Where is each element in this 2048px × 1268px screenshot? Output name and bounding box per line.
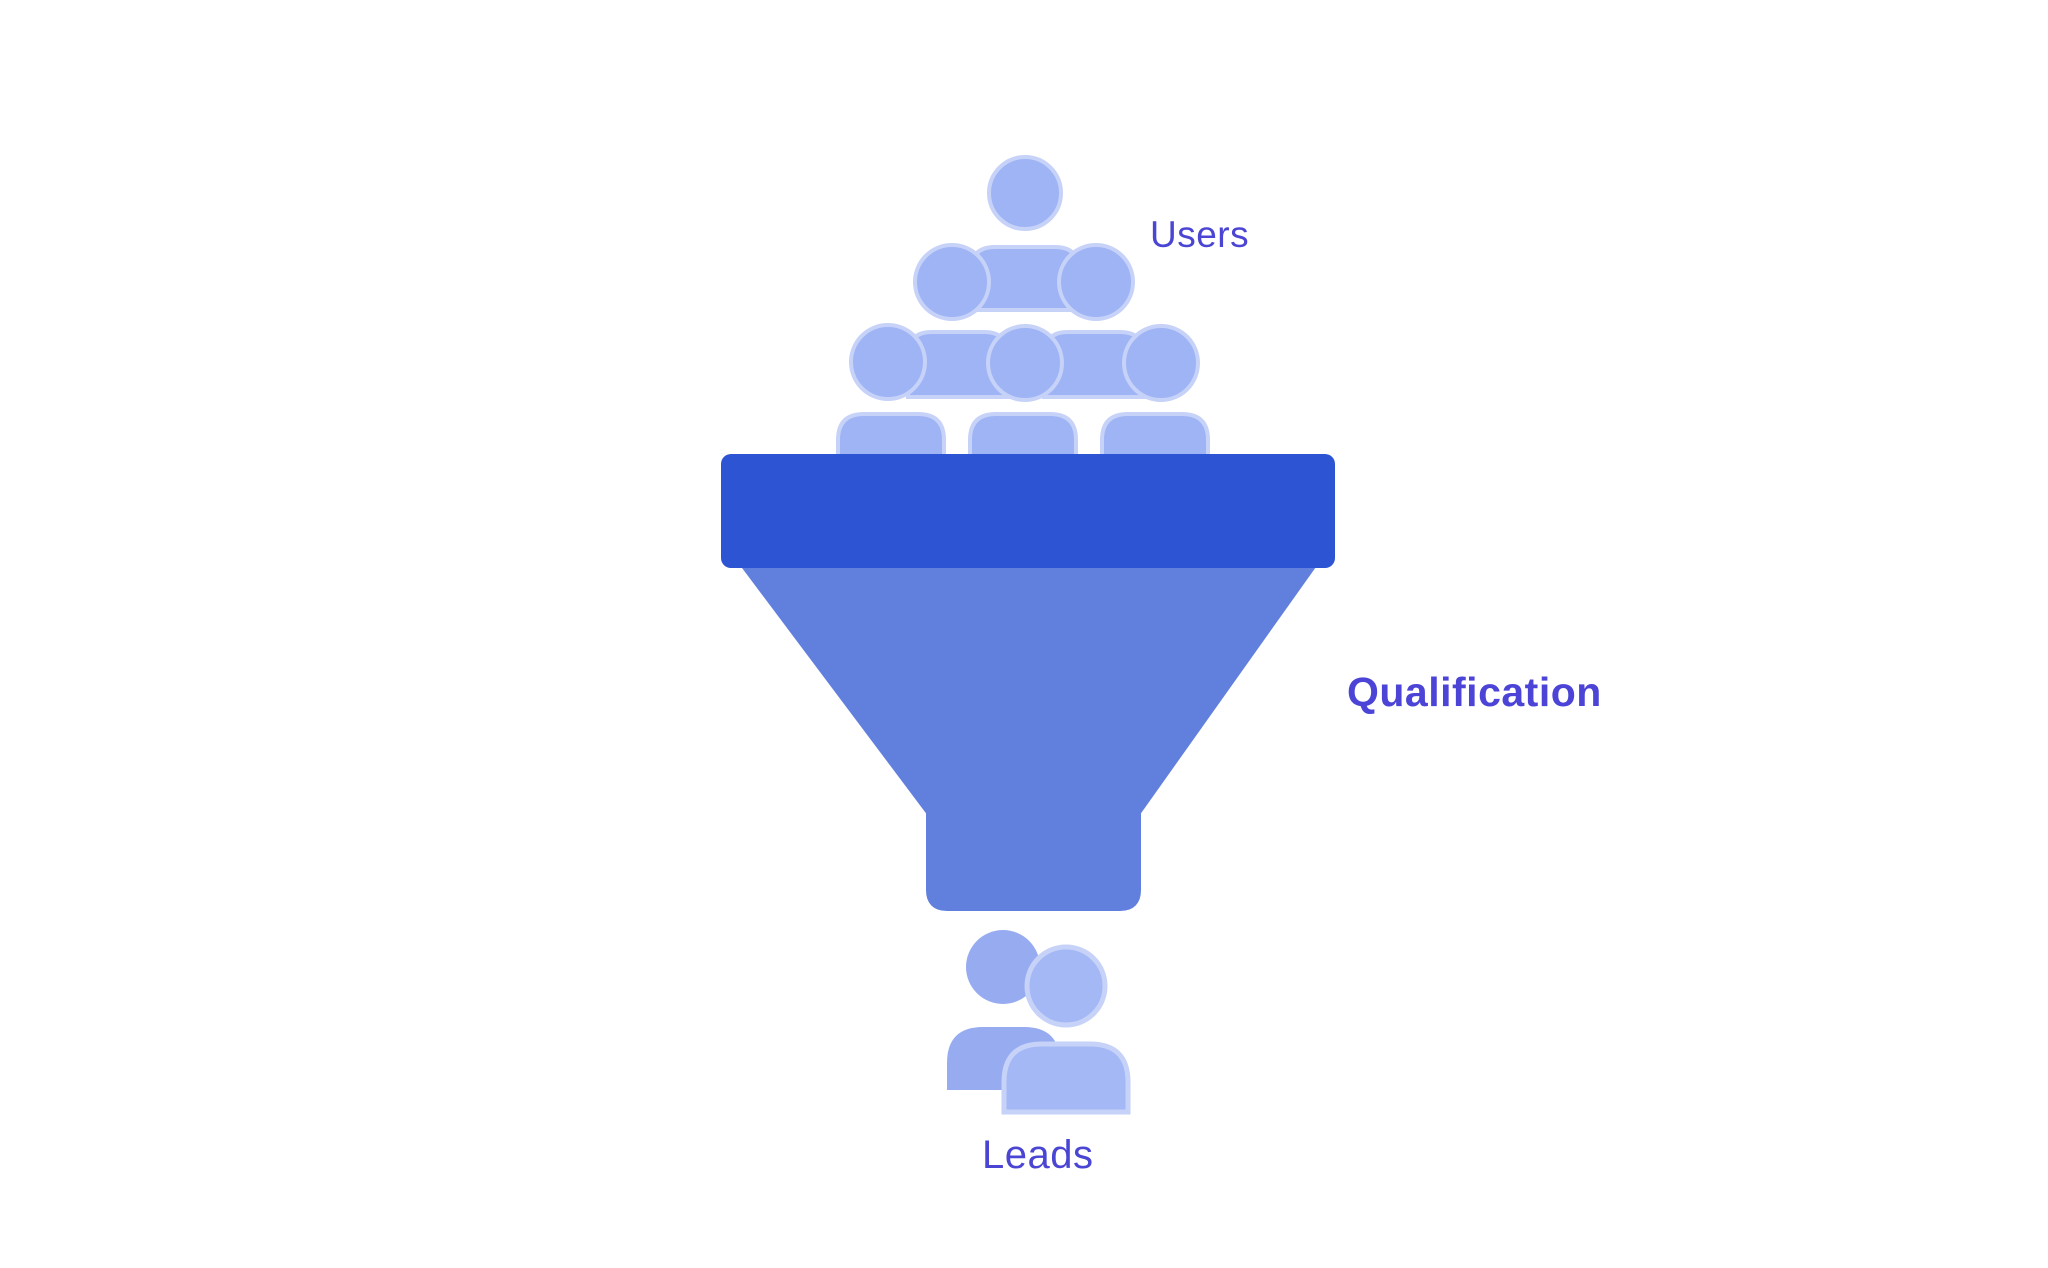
two-people-icon <box>947 930 1131 1115</box>
person-head-icon <box>987 155 1063 231</box>
person-head-icon <box>966 930 1040 1004</box>
funnel-cone <box>737 556 1320 911</box>
person-head-icon <box>986 324 1064 402</box>
funnel-icon <box>721 454 1335 911</box>
person-torso-icon <box>1001 1041 1131 1115</box>
stage-label-leads: Leads <box>982 1133 1093 1177</box>
stage-label-users: Users <box>1150 214 1249 255</box>
person-head-icon <box>1024 944 1108 1028</box>
person-head-icon <box>849 323 927 401</box>
stage-label-qualification: Qualification <box>1347 669 1602 715</box>
person-head-icon <box>913 243 991 321</box>
crowd-of-people-icon <box>836 155 1210 486</box>
person-head-icon <box>1122 324 1200 402</box>
funnel-rim <box>721 454 1335 568</box>
person-head-icon <box>1057 243 1135 321</box>
